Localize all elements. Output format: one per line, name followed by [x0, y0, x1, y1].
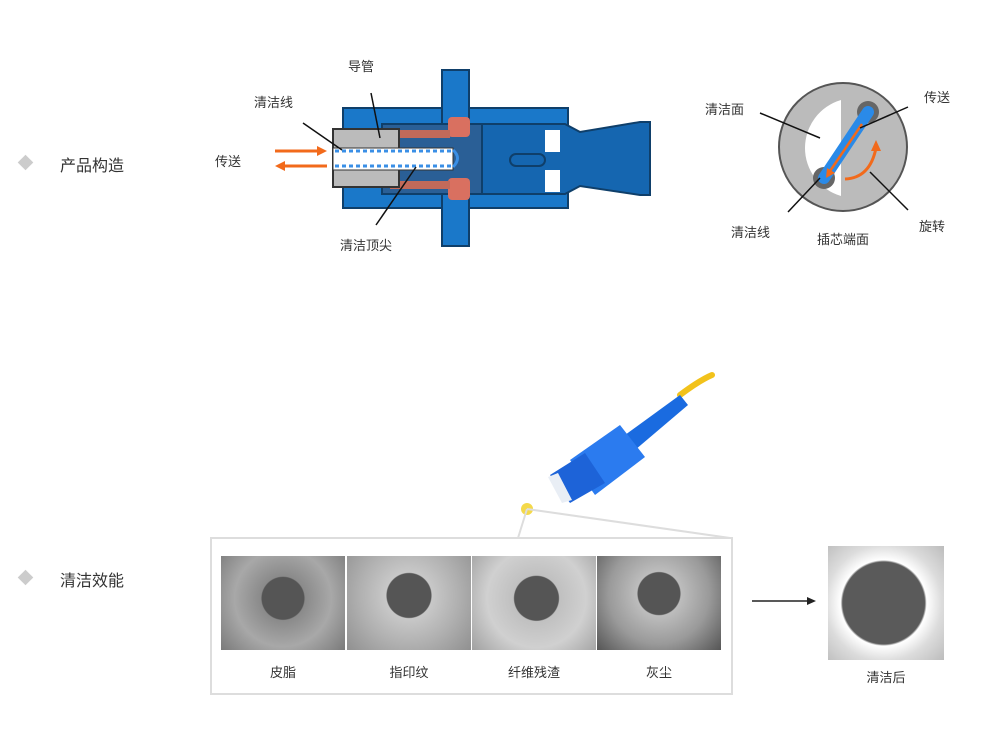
sample-label-sebum: 皮脂: [269, 666, 296, 681]
label-transmit-2: 传送: [924, 91, 951, 106]
section-title-structure: 产品构造: [60, 156, 125, 175]
connector-cross-section-diagram: [275, 69, 651, 247]
sc-fiber-connector-illustration: [530, 372, 715, 514]
sample-label-fingerprint: 指印纹: [389, 666, 429, 681]
label-cleaning-line-2: 清洁线: [731, 226, 771, 241]
diamond-bullet-icon: [17, 569, 34, 586]
sample-label-dust: 灰尘: [645, 666, 672, 681]
micrograph-fingerprint: [347, 556, 471, 650]
arrow-right-icon: [752, 597, 816, 605]
micrograph-after-cleaning: [828, 546, 944, 660]
label-cleaning-surface: 清洁面: [705, 103, 745, 118]
micrograph-dust: [597, 556, 721, 650]
sample-label-fiber-residue: 纤维残渣: [507, 666, 560, 681]
label-guide-tube: 导管: [348, 60, 375, 75]
label-ferrule-end-face: 插芯端面: [817, 233, 870, 248]
callout-lines: [517, 503, 731, 539]
section-title-efficacy: 清洁效能: [60, 571, 125, 590]
label-cleaning-tip: 清洁顶尖: [340, 239, 393, 254]
label-rotate: 旋转: [919, 220, 946, 235]
diamond-bullet-icon: [17, 154, 34, 171]
micrograph-fiber-residue: [472, 556, 596, 650]
ferrule-end-face-diagram: [759, 82, 909, 213]
result-label: 清洁后: [866, 671, 906, 686]
micrograph-sebum: [221, 556, 345, 650]
label-cleaning-line: 清洁线: [254, 96, 294, 111]
label-transmit: 传送: [215, 155, 242, 170]
